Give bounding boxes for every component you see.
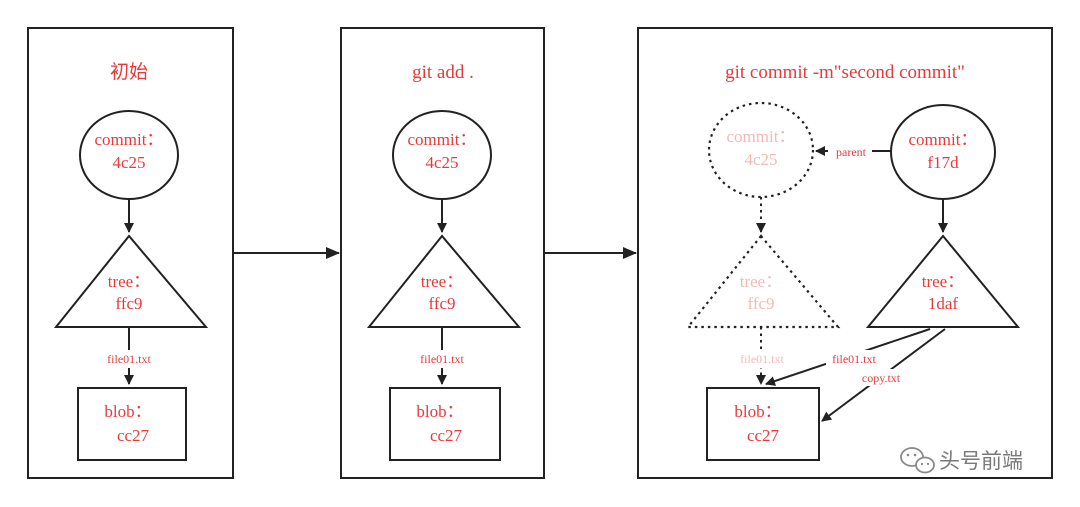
edge-label-bg xyxy=(108,350,152,368)
old-edge-label: file01.txt xyxy=(740,352,784,366)
tree-label: tree： xyxy=(922,272,964,291)
panel-title: git add . xyxy=(412,62,474,83)
commit-label: commit： xyxy=(408,130,477,149)
blob-node xyxy=(389,387,501,461)
tree-node xyxy=(366,234,522,328)
edge-label: file01.txt xyxy=(420,352,464,366)
blob-hash: cc27 xyxy=(117,426,150,445)
tree-node xyxy=(865,234,1021,328)
commit-hash: f17d xyxy=(927,153,959,172)
file-edge-label-bg xyxy=(826,350,882,367)
commit-hash: 4c25 xyxy=(112,153,145,172)
file-edge-label: file01.txt xyxy=(832,352,876,366)
copy-edge-label: copy.txt xyxy=(862,371,901,385)
old-tree-hash: ffc9 xyxy=(747,294,774,313)
watermark-text: 头号前端 xyxy=(939,449,1023,473)
wechat-icon xyxy=(900,447,935,474)
tree-node xyxy=(53,234,209,328)
old-edge-label-bg xyxy=(735,350,789,368)
commit-hash: 4c25 xyxy=(425,153,458,172)
old-commit-node xyxy=(707,101,815,199)
edge-label: file01.txt xyxy=(107,352,151,366)
copy-edge-label-bg xyxy=(856,369,906,386)
panel-git-commit: git commit -m"second commit" commit： 4c2… xyxy=(637,27,1053,479)
commit-label: commit： xyxy=(95,130,164,149)
tree-hash: ffc9 xyxy=(115,294,142,313)
panel-frame xyxy=(637,27,1053,479)
blob-node xyxy=(706,387,820,461)
parent-edge-label-bg xyxy=(828,144,872,160)
edge-label-bg xyxy=(420,350,464,368)
commit-node xyxy=(890,104,996,200)
blob-label: blob： xyxy=(104,402,151,421)
old-tree-label: tree： xyxy=(740,272,782,291)
tree-hash: 1daf xyxy=(928,294,959,313)
tree-label: tree： xyxy=(108,272,150,291)
watermark: 头号前端 xyxy=(900,447,1023,474)
old-tree-node xyxy=(685,234,841,329)
panel-initial: 初始 commit： 4c25 tree： ffc9 file01.txt bl… xyxy=(27,27,234,479)
commit-label: commit： xyxy=(909,130,978,149)
blob-hash: cc27 xyxy=(747,426,780,445)
blob-node xyxy=(77,387,187,461)
panel-git-add: git add . commit： 4c25 tree： ffc9 file01… xyxy=(340,27,545,479)
panel-title: 初始 xyxy=(110,61,148,83)
tree-hash: ffc9 xyxy=(428,294,455,313)
blob-hash: cc27 xyxy=(430,426,463,445)
panel-title: git commit -m"second commit" xyxy=(725,62,965,83)
blob-label: blob： xyxy=(734,402,781,421)
parent-edge-label: parent xyxy=(836,145,867,159)
blob-label: blob： xyxy=(416,402,463,421)
tree-label: tree： xyxy=(421,272,463,291)
old-commit-label: commit： xyxy=(727,127,796,146)
old-commit-hash: 4c25 xyxy=(744,150,777,169)
